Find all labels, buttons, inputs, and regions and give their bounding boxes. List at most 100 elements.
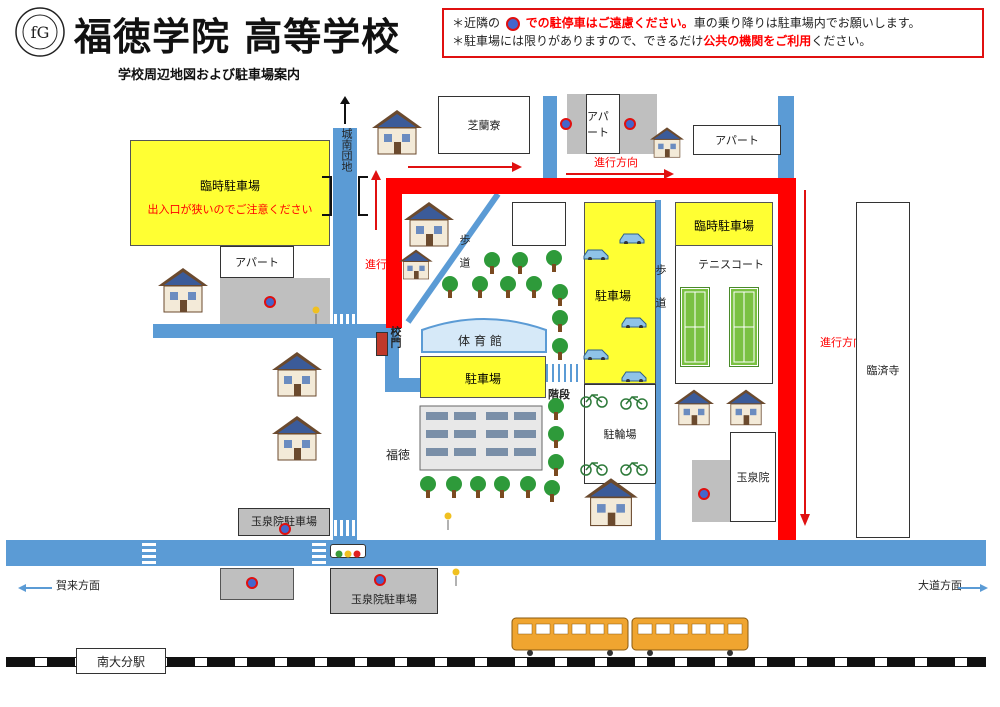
bracket-left	[322, 176, 332, 216]
jonan-danchi-label: 城南団地	[340, 128, 353, 172]
tree-icon	[442, 276, 458, 298]
house-icon	[725, 389, 767, 426]
house-icon	[649, 127, 685, 158]
no-parking-icon	[246, 577, 258, 589]
road-main-south	[6, 540, 986, 566]
sign-icon	[312, 306, 320, 324]
arrow-top-direction	[408, 158, 523, 172]
notice-line-1: ＊近隣の での駐停車はご遠慮ください。車の乗り降りは駐車場内でお願いします。	[452, 16, 921, 31]
direction-top: 進行方向	[594, 156, 638, 169]
house-icon	[371, 109, 423, 155]
arrow-left-up	[370, 170, 382, 230]
apart-top-right: アパート	[693, 125, 781, 155]
notice-box: ＊近隣の での駐停車はご遠慮ください。車の乗り降りは駐車場内でお願いします。 ＊…	[442, 8, 984, 58]
tree-icon	[420, 476, 436, 498]
no-parking-icon	[560, 118, 572, 130]
school-logo: fG	[14, 6, 66, 58]
school-building	[418, 404, 544, 472]
tree-icon	[548, 454, 564, 476]
sign-icon	[444, 512, 452, 530]
arrow-right-down	[799, 190, 811, 526]
crosswalk-1	[142, 542, 156, 564]
school-gate: 校門	[389, 326, 402, 348]
crosswalk-4	[334, 314, 356, 324]
route-right	[778, 178, 796, 540]
no-parking-icon	[505, 16, 520, 31]
road-top-center	[543, 96, 557, 180]
no-parking-icon	[624, 118, 636, 130]
to-gakurai: 賀来方面	[56, 579, 100, 592]
school-gate-pillar	[376, 332, 388, 356]
tennis-court-1	[680, 287, 710, 367]
house-icon	[271, 351, 323, 397]
house-icon	[403, 201, 455, 247]
tree-icon	[512, 252, 528, 274]
notice-line-2: ＊駐車場には限りがありますので、できるだけ公共の機関をご利用ください。	[452, 34, 872, 48]
house-icon	[673, 389, 715, 426]
no-parking-icon	[264, 296, 276, 308]
road-school-inner	[385, 324, 399, 392]
bicycle-icon	[620, 396, 648, 410]
bicycle-icon	[580, 394, 608, 408]
tree-icon	[546, 250, 562, 272]
tree-icon	[526, 276, 542, 298]
car-icon	[583, 249, 609, 260]
north-arrow	[340, 96, 350, 124]
bicycle-icon	[620, 462, 648, 476]
stairs-icon	[546, 364, 582, 382]
arrow-to-ohmichi	[958, 578, 988, 592]
crosswalk-2	[312, 542, 326, 564]
tennis-court-label: テニスコート	[698, 258, 764, 271]
parking-center: 駐車場	[420, 356, 546, 398]
bicycle-parking: 駐輪場	[584, 384, 656, 484]
car-icon	[583, 349, 609, 360]
house-icon	[271, 415, 323, 461]
tree-icon	[494, 476, 510, 498]
apart-top: アパート	[586, 94, 620, 154]
temp-parking-right: 臨時駐車場	[675, 202, 773, 246]
tree-icon	[544, 480, 560, 502]
road-school-inner-h	[385, 378, 421, 392]
route-top	[386, 178, 796, 194]
building-white-top	[512, 202, 566, 246]
to-ohmichi: 大道方面	[918, 579, 962, 592]
house-icon	[157, 267, 209, 313]
direction-right: 進行方向	[820, 336, 864, 349]
tree-icon	[548, 426, 564, 448]
fukutoku-label: 福徳	[386, 448, 411, 462]
car-icon	[619, 233, 645, 244]
no-parking-icon	[279, 523, 291, 535]
no-parking-icon	[374, 574, 386, 586]
crosswalk-3	[334, 520, 356, 536]
tree-icon	[552, 284, 568, 306]
station: 南大分駅	[76, 648, 166, 674]
gym-label: 体育館	[458, 334, 507, 348]
route-left	[386, 178, 402, 328]
sidewalk-diagonal: 歩道	[458, 234, 471, 280]
map-subtitle: 学校周辺地図および駐車場案内	[118, 68, 301, 83]
school-name: 福徳学院 高等学校	[74, 15, 401, 59]
tree-icon	[520, 476, 536, 498]
road-top-right	[778, 96, 794, 180]
tennis-court-2	[729, 287, 759, 367]
tree-icon	[484, 252, 500, 274]
sign-icon	[452, 568, 460, 586]
tree-icon	[548, 398, 564, 420]
arrow-top-right	[566, 165, 676, 179]
tree-icon	[552, 338, 568, 360]
tree-icon	[500, 276, 516, 298]
bracket-right	[358, 176, 368, 216]
stairs-label: 階段	[548, 388, 570, 401]
shirankan: 芝蘭寮	[438, 96, 530, 154]
gyokusenin: 玉泉院	[730, 432, 776, 522]
tree-icon	[470, 476, 486, 498]
tree-icon	[446, 476, 462, 498]
gym	[420, 312, 548, 354]
direction-left: 進行	[365, 258, 387, 271]
tree-icon	[472, 276, 488, 298]
house-icon	[399, 249, 433, 280]
sidewalk-right: 歩道	[654, 264, 667, 330]
svg-text:fG: fG	[31, 23, 50, 42]
car-icon	[621, 371, 647, 382]
house-icon	[583, 477, 639, 527]
